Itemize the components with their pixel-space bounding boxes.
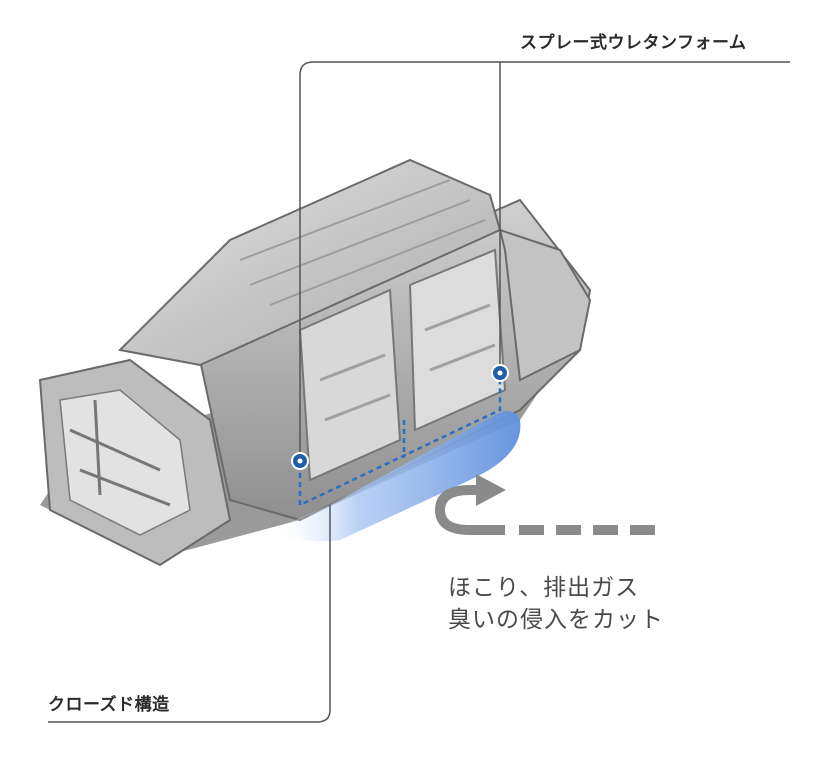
caption-line-1: ほこり、排出ガス (448, 575, 640, 601)
car-body-illustration (38, 158, 592, 567)
leader-line-bottom (48, 505, 331, 723)
foam-glow-area (270, 411, 521, 542)
u-turn-arrow-icon (434, 474, 655, 535)
rear-door-opening (408, 248, 507, 432)
callout-closed-structure: クローズド構造 (48, 695, 170, 715)
callout-spray-urethane-foam: スプレー式ウレタンフォーム (520, 33, 747, 53)
leader-line-top (299, 61, 790, 455)
foam-point-marker-icon (291, 452, 309, 470)
caption-line-2: 臭いの侵入をカット (448, 607, 664, 633)
closed-structure-outline (298, 370, 502, 507)
foam-point-marker-icon (491, 364, 509, 382)
front-door-opening (298, 288, 402, 482)
